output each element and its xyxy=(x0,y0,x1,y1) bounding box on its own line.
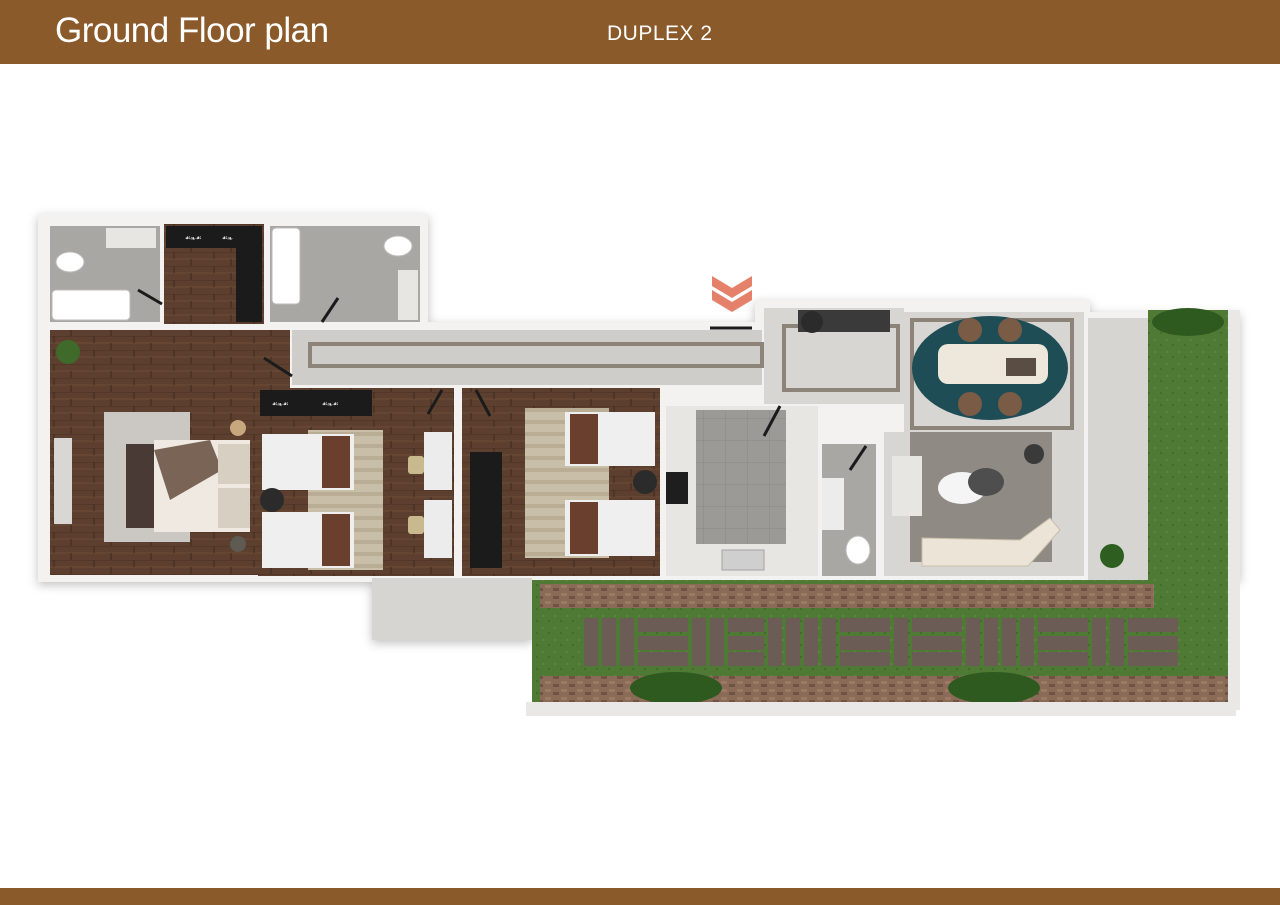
stepping-pavers xyxy=(584,618,1178,666)
bedroom-3 xyxy=(462,388,660,576)
svg-text:☙❧☙: ☙❧☙ xyxy=(322,400,339,410)
unit-label: DUPLEX 2 xyxy=(607,22,713,45)
bathroom-1 xyxy=(50,226,160,322)
page-title: Ground Floor plan xyxy=(55,11,329,50)
bathroom-2 xyxy=(270,226,420,322)
bedroom-2: ☙❧☙ ☙❧☙ xyxy=(258,388,454,576)
header-band: Ground Floor plan DUPLEX 2 xyxy=(0,0,1280,64)
svg-text:☙❧☙: ☙❧☙ xyxy=(185,234,202,244)
svg-text:☙❧☙: ☙❧☙ xyxy=(272,400,289,410)
side-terrace xyxy=(1088,318,1148,580)
footer-band xyxy=(0,888,1280,905)
svg-text:☙❧: ☙❧ xyxy=(222,234,233,244)
dining-area xyxy=(904,312,1084,432)
guest-wc xyxy=(822,444,876,576)
corridor xyxy=(292,330,764,385)
master-bedroom xyxy=(50,330,290,575)
entry-lobby xyxy=(764,308,904,404)
door-swings xyxy=(137,288,868,471)
closet-corridor: ☙❧☙ ☙❧ xyxy=(164,224,264,324)
kitchen xyxy=(666,406,818,576)
entrance-marker-icon xyxy=(712,276,752,312)
living-area xyxy=(884,432,1084,576)
